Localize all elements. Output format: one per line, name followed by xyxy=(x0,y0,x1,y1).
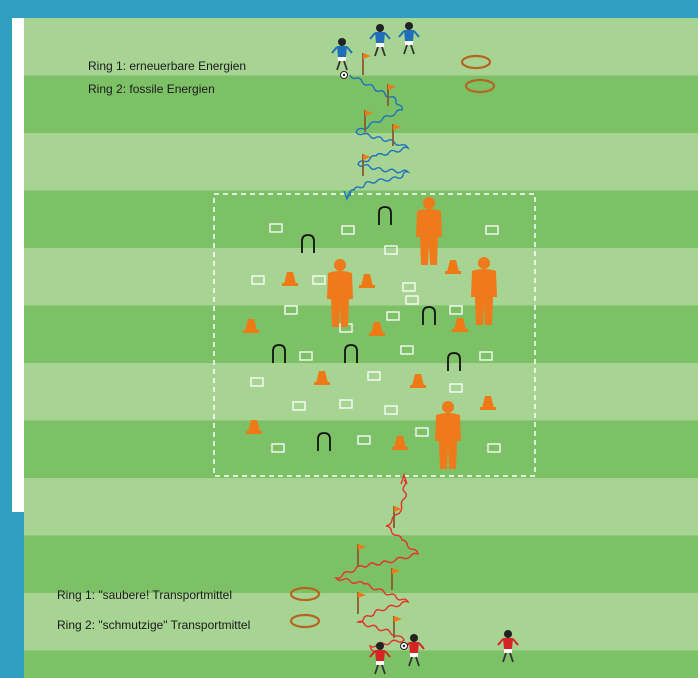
cone-base xyxy=(246,431,262,434)
player-head xyxy=(504,630,512,638)
mannequin-head xyxy=(442,401,454,413)
player-shorts xyxy=(338,57,346,61)
ball-patch xyxy=(343,74,345,76)
player-head xyxy=(376,642,384,650)
ball-patch xyxy=(403,645,405,647)
field-drawing xyxy=(24,18,698,678)
ball-icon xyxy=(401,643,408,650)
player-shirt xyxy=(375,32,385,43)
mannequin-head xyxy=(423,197,435,209)
player-head xyxy=(410,634,418,642)
cone-base xyxy=(445,271,461,274)
cone-base xyxy=(282,283,298,286)
player-shirt xyxy=(375,650,385,661)
cone-base xyxy=(480,407,496,410)
bottom-ring2-label: Ring 2: "schmutzige" Transportmittel xyxy=(57,618,250,632)
frame-left-bar xyxy=(0,0,12,512)
cone-base xyxy=(369,333,385,336)
grass-stripe xyxy=(24,363,698,421)
grass-stripe xyxy=(24,478,698,536)
cone-base xyxy=(359,285,375,288)
ball-icon xyxy=(341,72,348,79)
player-shorts xyxy=(504,649,512,653)
player-shorts xyxy=(405,41,413,45)
cone-base xyxy=(410,385,426,388)
training-field: Ring 1: erneuerbare Energien Ring 2: fos… xyxy=(24,18,698,678)
cone-base xyxy=(452,329,468,332)
grass-stripe xyxy=(24,651,698,678)
frame-left-bar-lower xyxy=(0,512,24,678)
player-shirt xyxy=(337,46,347,57)
player-shorts xyxy=(376,43,384,47)
player-shorts xyxy=(410,653,418,657)
player-head xyxy=(338,38,346,46)
top-ring1-label: Ring 1: erneuerbare Energien xyxy=(88,59,246,73)
grass-stripes xyxy=(24,18,698,678)
grass-stripe xyxy=(24,191,698,249)
player-shorts xyxy=(376,661,384,665)
grass-stripe xyxy=(24,421,698,479)
mannequin-head xyxy=(478,257,490,269)
player-shirt xyxy=(503,638,513,649)
cone-base xyxy=(314,382,330,385)
player-shirt xyxy=(404,30,414,41)
grass-stripe xyxy=(24,536,698,594)
grass-stripe xyxy=(24,248,698,306)
cone-base xyxy=(392,447,408,450)
top-ring2-label: Ring 2: fossile Energien xyxy=(88,82,215,96)
frame-top-bar xyxy=(0,0,698,18)
bottom-ring1-label: Ring 1: "saubere! Transportmittel xyxy=(57,588,232,602)
cone-base xyxy=(243,330,259,333)
player-head xyxy=(405,22,413,30)
player-shirt xyxy=(409,642,419,653)
mannequin-head xyxy=(334,259,346,271)
player-head xyxy=(376,24,384,32)
grass-stripe xyxy=(24,306,698,364)
